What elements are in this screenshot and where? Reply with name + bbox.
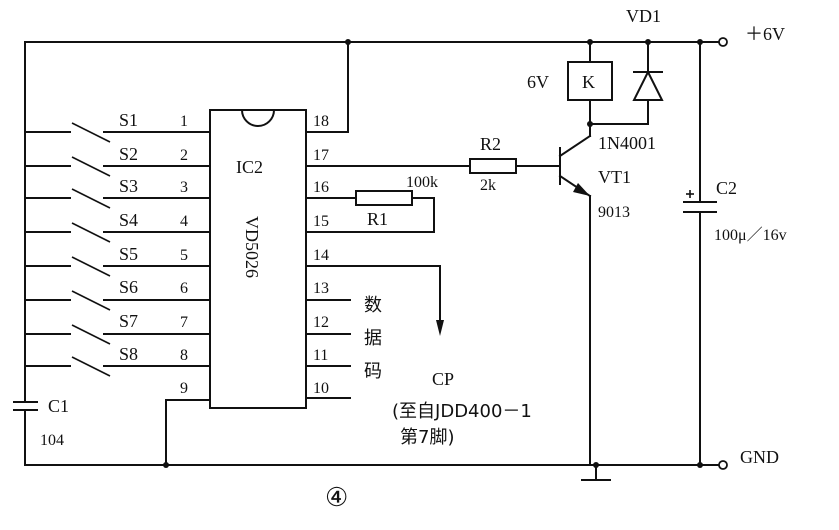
relay-voltage: 6V [527,72,549,92]
switch-label: S8 [119,344,138,364]
cp-note-line2: 第7脚) [400,427,454,448]
switch-label: S3 [119,176,138,196]
c2-value: 100μ／16v [714,227,787,244]
pin-number: 16 [313,179,329,196]
r2-value: 2k [480,177,496,194]
r1-ref: R1 [367,209,388,229]
ic2-body [209,109,307,409]
r1-value: 100k [406,174,438,191]
pin-number: 9 [180,380,188,397]
vt1-emitter-arrow-icon [573,183,590,196]
pin-number: 7 [180,314,188,331]
relay-ref: K [582,72,595,92]
relay-coil [567,61,613,101]
c1-ref: C1 [48,396,69,416]
r2-resistor [469,158,517,174]
ic2-notch [240,108,276,127]
vt1-ref: VT1 [598,167,631,187]
vt1-part: 9013 [598,204,630,221]
ic2-ref: IC2 [236,157,263,177]
cp-label: CP [432,369,454,389]
pin-number: 12 [313,314,329,331]
pin-number: 3 [180,179,188,196]
plus-6v-label: ＋6V [745,24,785,44]
plus-6v-terminal [718,37,728,47]
data-code-char: 据 [364,328,382,349]
pin-number: 2 [180,147,188,164]
pin-number: 1 [180,113,188,130]
pin-number: 17 [313,147,329,164]
pin-number: 13 [313,280,329,297]
vt1-collector [558,134,592,158]
switch-label: S1 [119,110,138,130]
pin-number: 10 [313,380,329,397]
switch-blades [71,122,111,377]
gnd-label: GND [740,447,779,467]
switch-label: S7 [119,311,138,331]
pin-number: 18 [313,113,329,130]
data-code-char: 数 [364,295,382,316]
switch-label: S6 [119,277,138,297]
c1-value: 104 [40,432,64,449]
r1-resistor [355,190,413,206]
pin-number: 14 [313,247,329,264]
vd1-diode-icon [632,69,664,101]
pin-number: 11 [313,347,328,364]
figure-number: ④ [325,483,348,512]
pin-number: 5 [180,247,188,264]
cp-arrow-icon [436,320,444,336]
cp-note-line1: (至自JDD400－1 [392,401,532,422]
gnd-terminal [718,460,728,470]
switch-label: S2 [119,144,138,164]
pin-number: 6 [180,280,188,297]
vd1-ref: VD1 [626,6,661,26]
switch-label: S4 [119,210,138,230]
pin-number: 4 [180,213,188,230]
pin-number: 15 [313,213,329,230]
pin-number: 8 [180,347,188,364]
ic2-part: VD5026 [242,216,262,278]
c2-ref: C2 [716,178,737,198]
vd1-part: 1N4001 [598,133,656,153]
r2-ref: R2 [480,134,501,154]
switch-label: S5 [119,244,138,264]
data-code-char: 码 [364,361,382,382]
